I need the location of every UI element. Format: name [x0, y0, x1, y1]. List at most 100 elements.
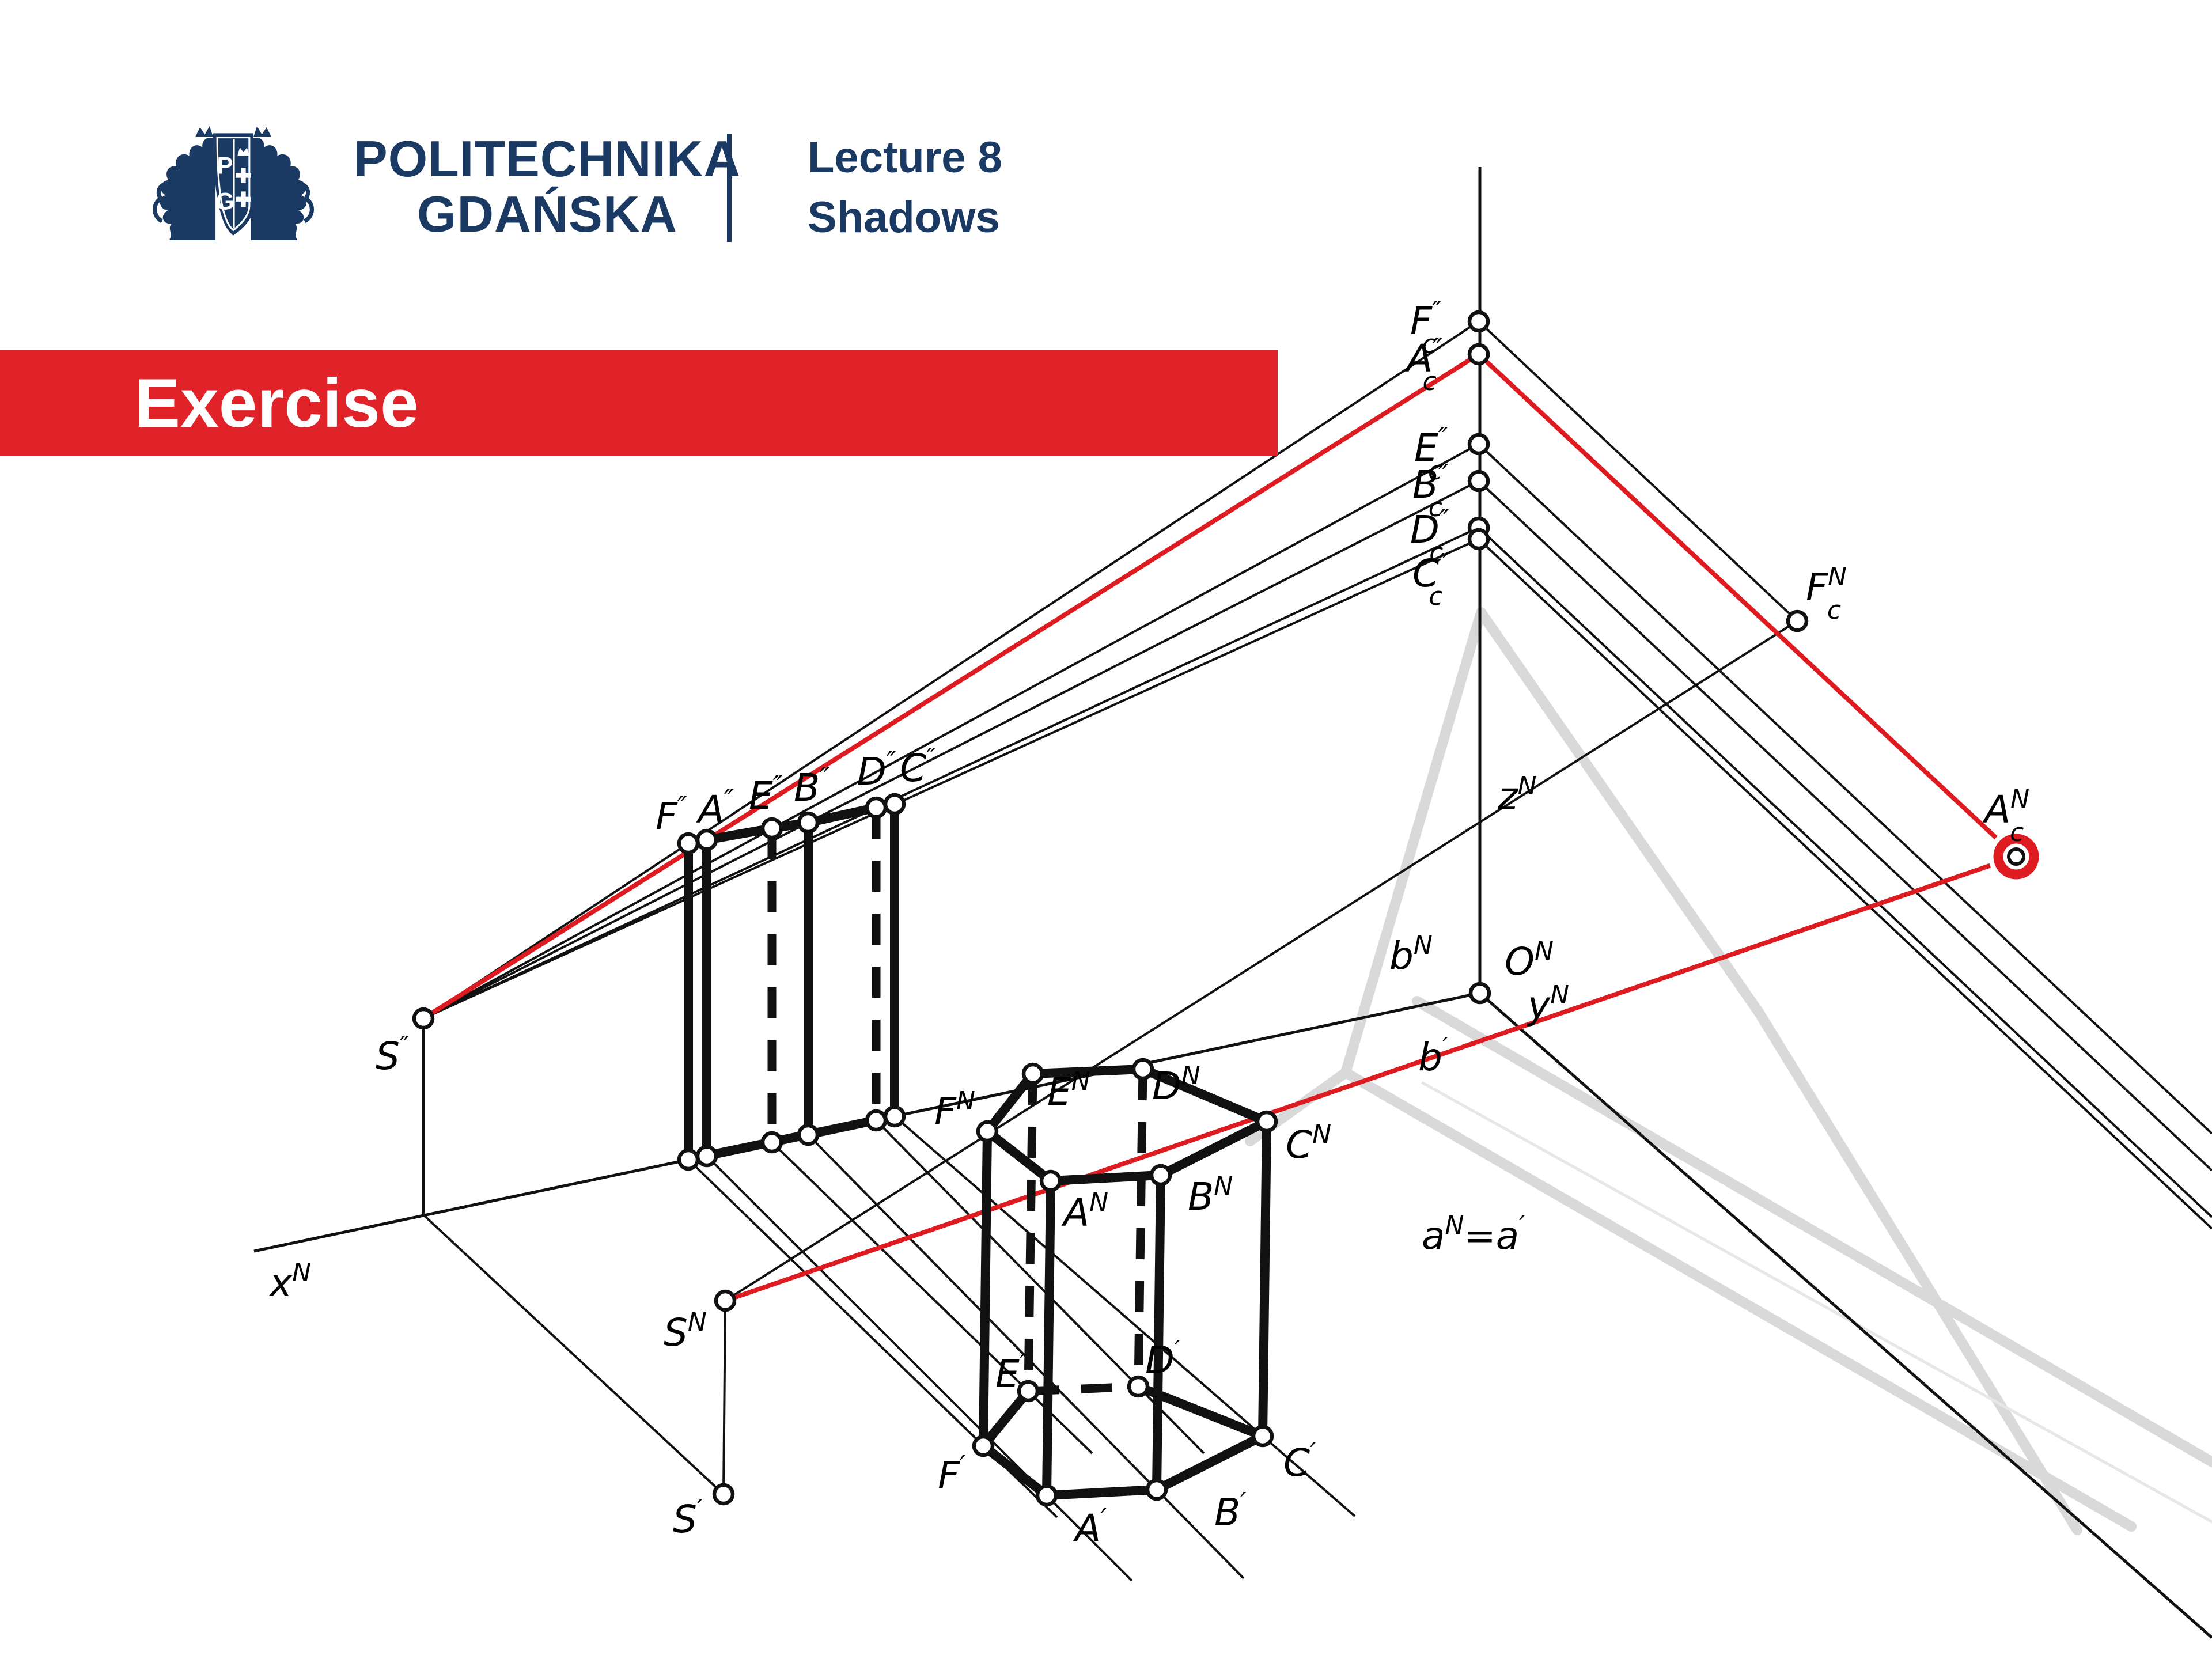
point-E2c: [1467, 433, 1490, 456]
light-ray-F2c-to-FNc: [1478, 320, 1798, 622]
crown-icon: [237, 147, 249, 156]
label-b1: b′: [1418, 1032, 1448, 1080]
point-SN-light-axon: [714, 1289, 737, 1312]
point-B2-base: [797, 1123, 820, 1146]
axon-bottom-ED-hidden: [1028, 1382, 1139, 1396]
point-FNc: [1786, 609, 1809, 632]
label-AN: AN: [1061, 1188, 1108, 1235]
point-F2-base: [677, 1148, 700, 1171]
red-ray-b-plan: [724, 854, 2017, 1303]
transfer-S-to-S1: [422, 1214, 725, 1495]
point-A1: [1035, 1484, 1058, 1507]
slide-header: P G POLITECHNIKA GDAŃSKA Lecture 8 Shado…: [0, 0, 2212, 276]
shadow-wall-right-edge: [1476, 607, 2082, 1535]
lion-left-icon: [153, 126, 216, 240]
red-ray-A2c-to-ANc: [1477, 353, 2018, 858]
point-F2c: [1467, 310, 1490, 333]
shadow-ground-edge-2: [1412, 996, 2212, 1467]
point-F2: [677, 832, 700, 855]
label-yN: yN: [1527, 980, 1569, 1028]
cross-icons: [236, 168, 251, 207]
point-CN: [1255, 1110, 1278, 1133]
label-C1: C′: [1283, 1438, 1316, 1485]
point-D2: [865, 796, 888, 819]
logo-letter-p: P: [217, 152, 233, 179]
point-C1: [1251, 1425, 1274, 1448]
axon-edge-A: [1042, 1180, 1055, 1496]
pg-crest-logo: P G: [153, 126, 314, 240]
exercise-banner: Exercise: [0, 350, 1278, 456]
point-B1: [1145, 1478, 1168, 1501]
point-ANc-highlight: [2007, 847, 2025, 866]
lion-right-icon: [251, 126, 314, 240]
label-C2: C″: [900, 743, 936, 790]
shadow-ground-edge-light: [1421, 1081, 2212, 1524]
label-E2c: E″c: [1414, 423, 1448, 486]
shadow-wall-left-edge: [1340, 607, 1486, 1078]
axon-edge-F: [979, 1131, 992, 1446]
riser-S1-to-SN: [722, 1300, 726, 1495]
label-BN: BN: [1188, 1172, 1233, 1219]
header-divider: [727, 134, 732, 242]
point-BN: [1149, 1164, 1172, 1187]
red-ray-S2-to-A2c: [422, 352, 1480, 1021]
label-S1: S′: [673, 1494, 703, 1541]
light-ray-from-C2c: [1478, 538, 2212, 1230]
point-DN: [1131, 1058, 1154, 1081]
point-D1: [1127, 1375, 1150, 1398]
light-ray-from-D2c: [1478, 527, 2212, 1218]
point-ANc-highlight-ring: [1993, 834, 2039, 880]
transfer-D: [875, 1119, 1205, 1455]
label-D2c: D″c: [1410, 505, 1449, 567]
label-SN: SN: [664, 1308, 707, 1355]
label-EN: EN: [1047, 1067, 1090, 1114]
university-name-line1: POLITECHNIKA: [354, 130, 741, 187]
point-AN: [1039, 1169, 1062, 1192]
point-E1: [1017, 1380, 1040, 1403]
lecture-number: Lecture 8: [808, 133, 1002, 182]
point-origin-ON: [1468, 982, 1491, 1005]
transfer-C: [893, 1115, 1356, 1517]
transfer-E: [771, 1141, 1093, 1455]
label-B1: B′: [1214, 1487, 1246, 1535]
label-B2c: B″c: [1412, 460, 1448, 522]
ray-S2-to-F2c: [422, 320, 1480, 1020]
university-wordmark: POLITECHNIKA GDAŃSKA: [334, 131, 760, 242]
shield-icon: P G: [213, 133, 254, 236]
axon-bottom-BA: [1046, 1485, 1157, 1500]
point-C2c: [1467, 528, 1490, 551]
point-FN: [976, 1120, 999, 1143]
point-C2-base: [883, 1105, 906, 1128]
banner-title: Exercise: [134, 364, 419, 442]
point-EN: [1021, 1062, 1044, 1085]
label-aN-a1: aN=a′: [1422, 1211, 1525, 1258]
label-A2c: A″c: [1404, 334, 1442, 396]
point-F1: [972, 1434, 995, 1457]
point-B2c: [1467, 469, 1490, 493]
point-E2-base: [760, 1131, 783, 1154]
label-B2: B″: [794, 763, 830, 810]
point-S2-light-front: [412, 1007, 435, 1030]
label-FN: FN: [934, 1086, 975, 1134]
label-xN: xN: [268, 1258, 311, 1305]
lecture-title-block: Lecture 8 Shadows: [808, 128, 1002, 248]
point-B2: [797, 811, 820, 834]
lecture-topic: Shadows: [808, 193, 1000, 242]
point-S1-light-plan: [712, 1483, 735, 1506]
point-C2: [883, 793, 906, 816]
label-C2c: C″c: [1412, 548, 1449, 611]
label-A2: A″: [696, 785, 734, 832]
axon-edge-D-hidden: [1134, 1069, 1147, 1387]
label-DN: DN: [1152, 1061, 1200, 1108]
label-F2: F″: [656, 791, 687, 839]
ray-SN-through-FN: [724, 620, 1798, 1302]
label-D2: D″: [857, 747, 896, 794]
label-ON: ON: [1505, 937, 1554, 984]
light-ray-from-B2c: [1478, 480, 2212, 1172]
label-bN: bN: [1389, 931, 1433, 978]
ray-S2-to-D2c: [423, 527, 1479, 1020]
axon-edge-C: [1258, 1121, 1271, 1437]
